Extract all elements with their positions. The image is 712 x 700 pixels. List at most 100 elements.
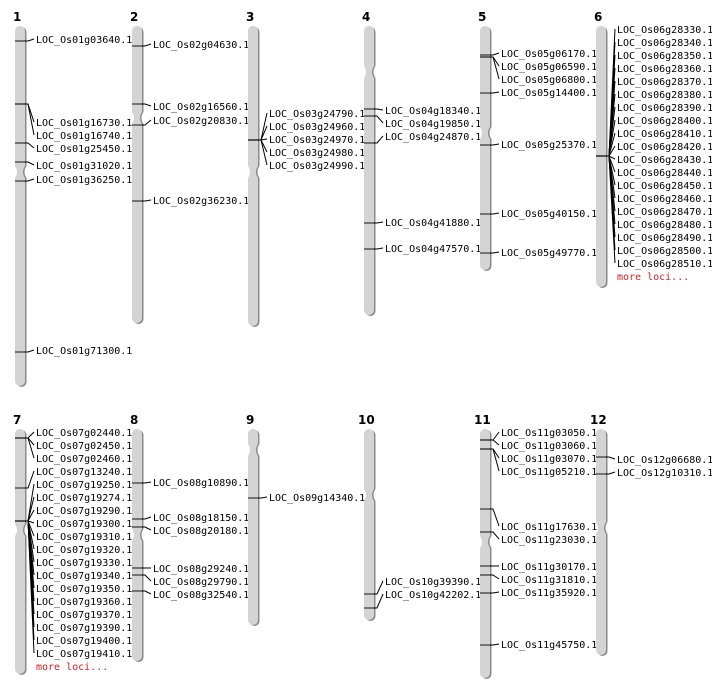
chromosome-body[interactable] — [480, 26, 490, 270]
locus-label[interactable]: LOC_Os06g28350.1 — [617, 51, 712, 62]
locus-label[interactable]: LOC_Os06g28460.1 — [617, 194, 712, 205]
locus-label[interactable]: LOC_Os03g24990.1 — [269, 161, 365, 172]
locus-label[interactable]: LOC_Os06g28500.1 — [617, 246, 712, 257]
locus-label[interactable]: LOC_Os11g23030.1 — [501, 535, 597, 546]
locus-label[interactable]: LOC_Os04g47570.1 — [385, 244, 481, 255]
locus-label[interactable]: LOC_Os11g31810.1 — [501, 575, 597, 586]
chromosome-body[interactable] — [15, 429, 25, 674]
chromosome-body[interactable] — [248, 26, 258, 326]
locus-label[interactable]: LOC_Os06g28510.1 — [617, 259, 712, 270]
locus-label[interactable]: LOC_Os12g10310.1 — [617, 468, 712, 479]
locus-label[interactable]: LOC_Os02g36230.1 — [153, 196, 249, 207]
locus-label[interactable]: LOC_Os07g19350.1 — [36, 584, 132, 595]
locus-label[interactable]: LOC_Os05g25370.1 — [501, 140, 597, 151]
chromosome-body[interactable] — [248, 429, 258, 625]
locus-label[interactable]: LOC_Os02g20830.1 — [153, 116, 249, 127]
locus-label[interactable]: LOC_Os07g02440.1 — [36, 428, 132, 439]
locus-label[interactable]: LOC_Os07g13240.1 — [36, 467, 132, 478]
locus-label[interactable]: LOC_Os06g28400.1 — [617, 116, 712, 127]
locus-label[interactable]: LOC_Os07g19400.1 — [36, 636, 132, 647]
locus-label[interactable]: LOC_Os04g19850.1 — [385, 119, 481, 130]
chromosome-body[interactable] — [364, 429, 374, 620]
more-loci-link[interactable]: more loci... — [617, 272, 689, 283]
locus-label[interactable]: LOC_Os06g28470.1 — [617, 207, 712, 218]
locus-label[interactable]: LOC_Os07g19370.1 — [36, 610, 132, 621]
locus-label[interactable]: LOC_Os04g24870.1 — [385, 132, 481, 143]
locus-label[interactable]: LOC_Os07g19410.1 — [36, 649, 132, 660]
chromosome-body[interactable] — [364, 26, 374, 315]
locus-label[interactable]: LOC_Os11g03060.1 — [501, 441, 597, 452]
locus-label[interactable]: LOC_Os05g06590.1 — [501, 62, 597, 73]
locus-label[interactable]: LOC_Os06g28430.1 — [617, 155, 712, 166]
locus-label[interactable]: LOC_Os06g28380.1 — [617, 90, 712, 101]
locus-label[interactable]: LOC_Os10g42202.1 — [385, 590, 481, 601]
locus-label[interactable]: LOC_Os07g02460.1 — [36, 454, 132, 465]
locus-label[interactable]: LOC_Os11g03070.1 — [501, 454, 597, 465]
locus-label[interactable]: LOC_Os05g40150.1 — [501, 209, 597, 220]
locus-label[interactable]: LOC_Os12g06680.1 — [617, 455, 712, 466]
locus-label[interactable]: LOC_Os03g24790.1 — [269, 109, 365, 120]
locus-label[interactable]: LOC_Os08g10890.1 — [153, 478, 249, 489]
locus-label[interactable]: LOC_Os07g19360.1 — [36, 597, 132, 608]
locus-label[interactable]: LOC_Os05g06170.1 — [501, 49, 597, 60]
locus-label[interactable]: LOC_Os02g16560.1 — [153, 102, 249, 113]
locus-label[interactable]: LOC_Os05g49770.1 — [501, 248, 597, 259]
chromosome-body[interactable] — [596, 429, 606, 655]
locus-label[interactable]: LOC_Os11g03050.1 — [501, 428, 597, 439]
locus-label[interactable]: LOC_Os08g29790.1 — [153, 577, 249, 588]
locus-label[interactable]: LOC_Os07g19290.1 — [36, 506, 132, 517]
locus-label[interactable]: LOC_Os01g16740.1 — [36, 131, 132, 142]
locus-label[interactable]: LOC_Os01g36250.1 — [36, 175, 132, 186]
locus-label[interactable]: LOC_Os11g17630.1 — [501, 522, 597, 533]
locus-label[interactable]: LOC_Os11g35920.1 — [501, 588, 597, 599]
locus-label[interactable]: LOC_Os07g19300.1 — [36, 519, 132, 530]
locus-label[interactable]: LOC_Os07g19330.1 — [36, 558, 132, 569]
locus-label[interactable]: LOC_Os07g19390.1 — [36, 623, 132, 634]
locus-label[interactable]: LOC_Os11g05210.1 — [501, 467, 597, 478]
locus-label[interactable]: LOC_Os10g39390.1 — [385, 577, 481, 588]
chromosome-body[interactable] — [132, 26, 142, 323]
locus-label[interactable]: LOC_Os01g31020.1 — [36, 161, 132, 172]
locus-label[interactable]: LOC_Os01g03640.1 — [36, 35, 132, 46]
locus-connector — [25, 470, 35, 489]
locus-label[interactable]: LOC_Os06g28420.1 — [617, 142, 712, 153]
locus-label[interactable]: LOC_Os08g20180.1 — [153, 526, 249, 537]
locus-label[interactable]: LOC_Os11g45750.1 — [501, 640, 597, 651]
locus-label[interactable]: LOC_Os01g25450.1 — [36, 144, 132, 155]
locus-label[interactable]: LOC_Os06g28440.1 — [617, 168, 712, 179]
locus-label[interactable]: LOC_Os07g19340.1 — [36, 571, 132, 582]
locus-label[interactable]: LOC_Os05g14400.1 — [501, 88, 597, 99]
chromosome-body[interactable] — [15, 26, 25, 386]
locus-label[interactable]: LOC_Os06g28370.1 — [617, 77, 712, 88]
locus-label[interactable]: LOC_Os08g29240.1 — [153, 564, 249, 575]
locus-label[interactable]: LOC_Os08g32540.1 — [153, 590, 249, 601]
locus-label[interactable]: LOC_Os07g19274.1 — [36, 493, 132, 504]
locus-label[interactable]: LOC_Os07g02450.1 — [36, 441, 132, 452]
chromosome-body[interactable] — [132, 429, 142, 661]
locus-label[interactable]: LOC_Os09g14340.1 — [269, 493, 365, 504]
locus-label[interactable]: LOC_Os03g24960.1 — [269, 122, 365, 133]
locus-label[interactable]: LOC_Os07g19310.1 — [36, 532, 132, 543]
locus-label[interactable]: LOC_Os07g19250.1 — [36, 480, 132, 491]
locus-label[interactable]: LOC_Os11g30170.1 — [501, 562, 597, 573]
locus-label[interactable]: LOC_Os03g24970.1 — [269, 135, 365, 146]
locus-label[interactable]: LOC_Os01g16730.1 — [36, 118, 132, 129]
chromosome-body[interactable] — [480, 429, 490, 678]
locus-label[interactable]: LOC_Os06g28330.1 — [617, 25, 712, 36]
locus-label[interactable]: LOC_Os06g28340.1 — [617, 38, 712, 49]
locus-label[interactable]: LOC_Os06g28450.1 — [617, 181, 712, 192]
locus-label[interactable]: LOC_Os03g24980.1 — [269, 148, 365, 159]
locus-label[interactable]: LOC_Os08g18150.1 — [153, 513, 249, 524]
locus-label[interactable]: LOC_Os04g18340.1 — [385, 106, 481, 117]
locus-label[interactable]: LOC_Os06g28390.1 — [617, 103, 712, 114]
locus-label[interactable]: LOC_Os04g41880.1 — [385, 218, 481, 229]
more-loci-link[interactable]: more loci... — [36, 662, 108, 673]
locus-label[interactable]: LOC_Os05g06800.1 — [501, 75, 597, 86]
locus-label[interactable]: LOC_Os06g28480.1 — [617, 220, 712, 231]
locus-label[interactable]: LOC_Os01g71300.1 — [36, 346, 132, 357]
locus-label[interactable]: LOC_Os06g28360.1 — [617, 64, 712, 75]
locus-label[interactable]: LOC_Os07g19320.1 — [36, 545, 132, 556]
locus-label[interactable]: LOC_Os02g04630.1 — [153, 40, 249, 51]
locus-label[interactable]: LOC_Os06g28410.1 — [617, 129, 712, 140]
locus-label[interactable]: LOC_Os06g28490.1 — [617, 233, 712, 244]
